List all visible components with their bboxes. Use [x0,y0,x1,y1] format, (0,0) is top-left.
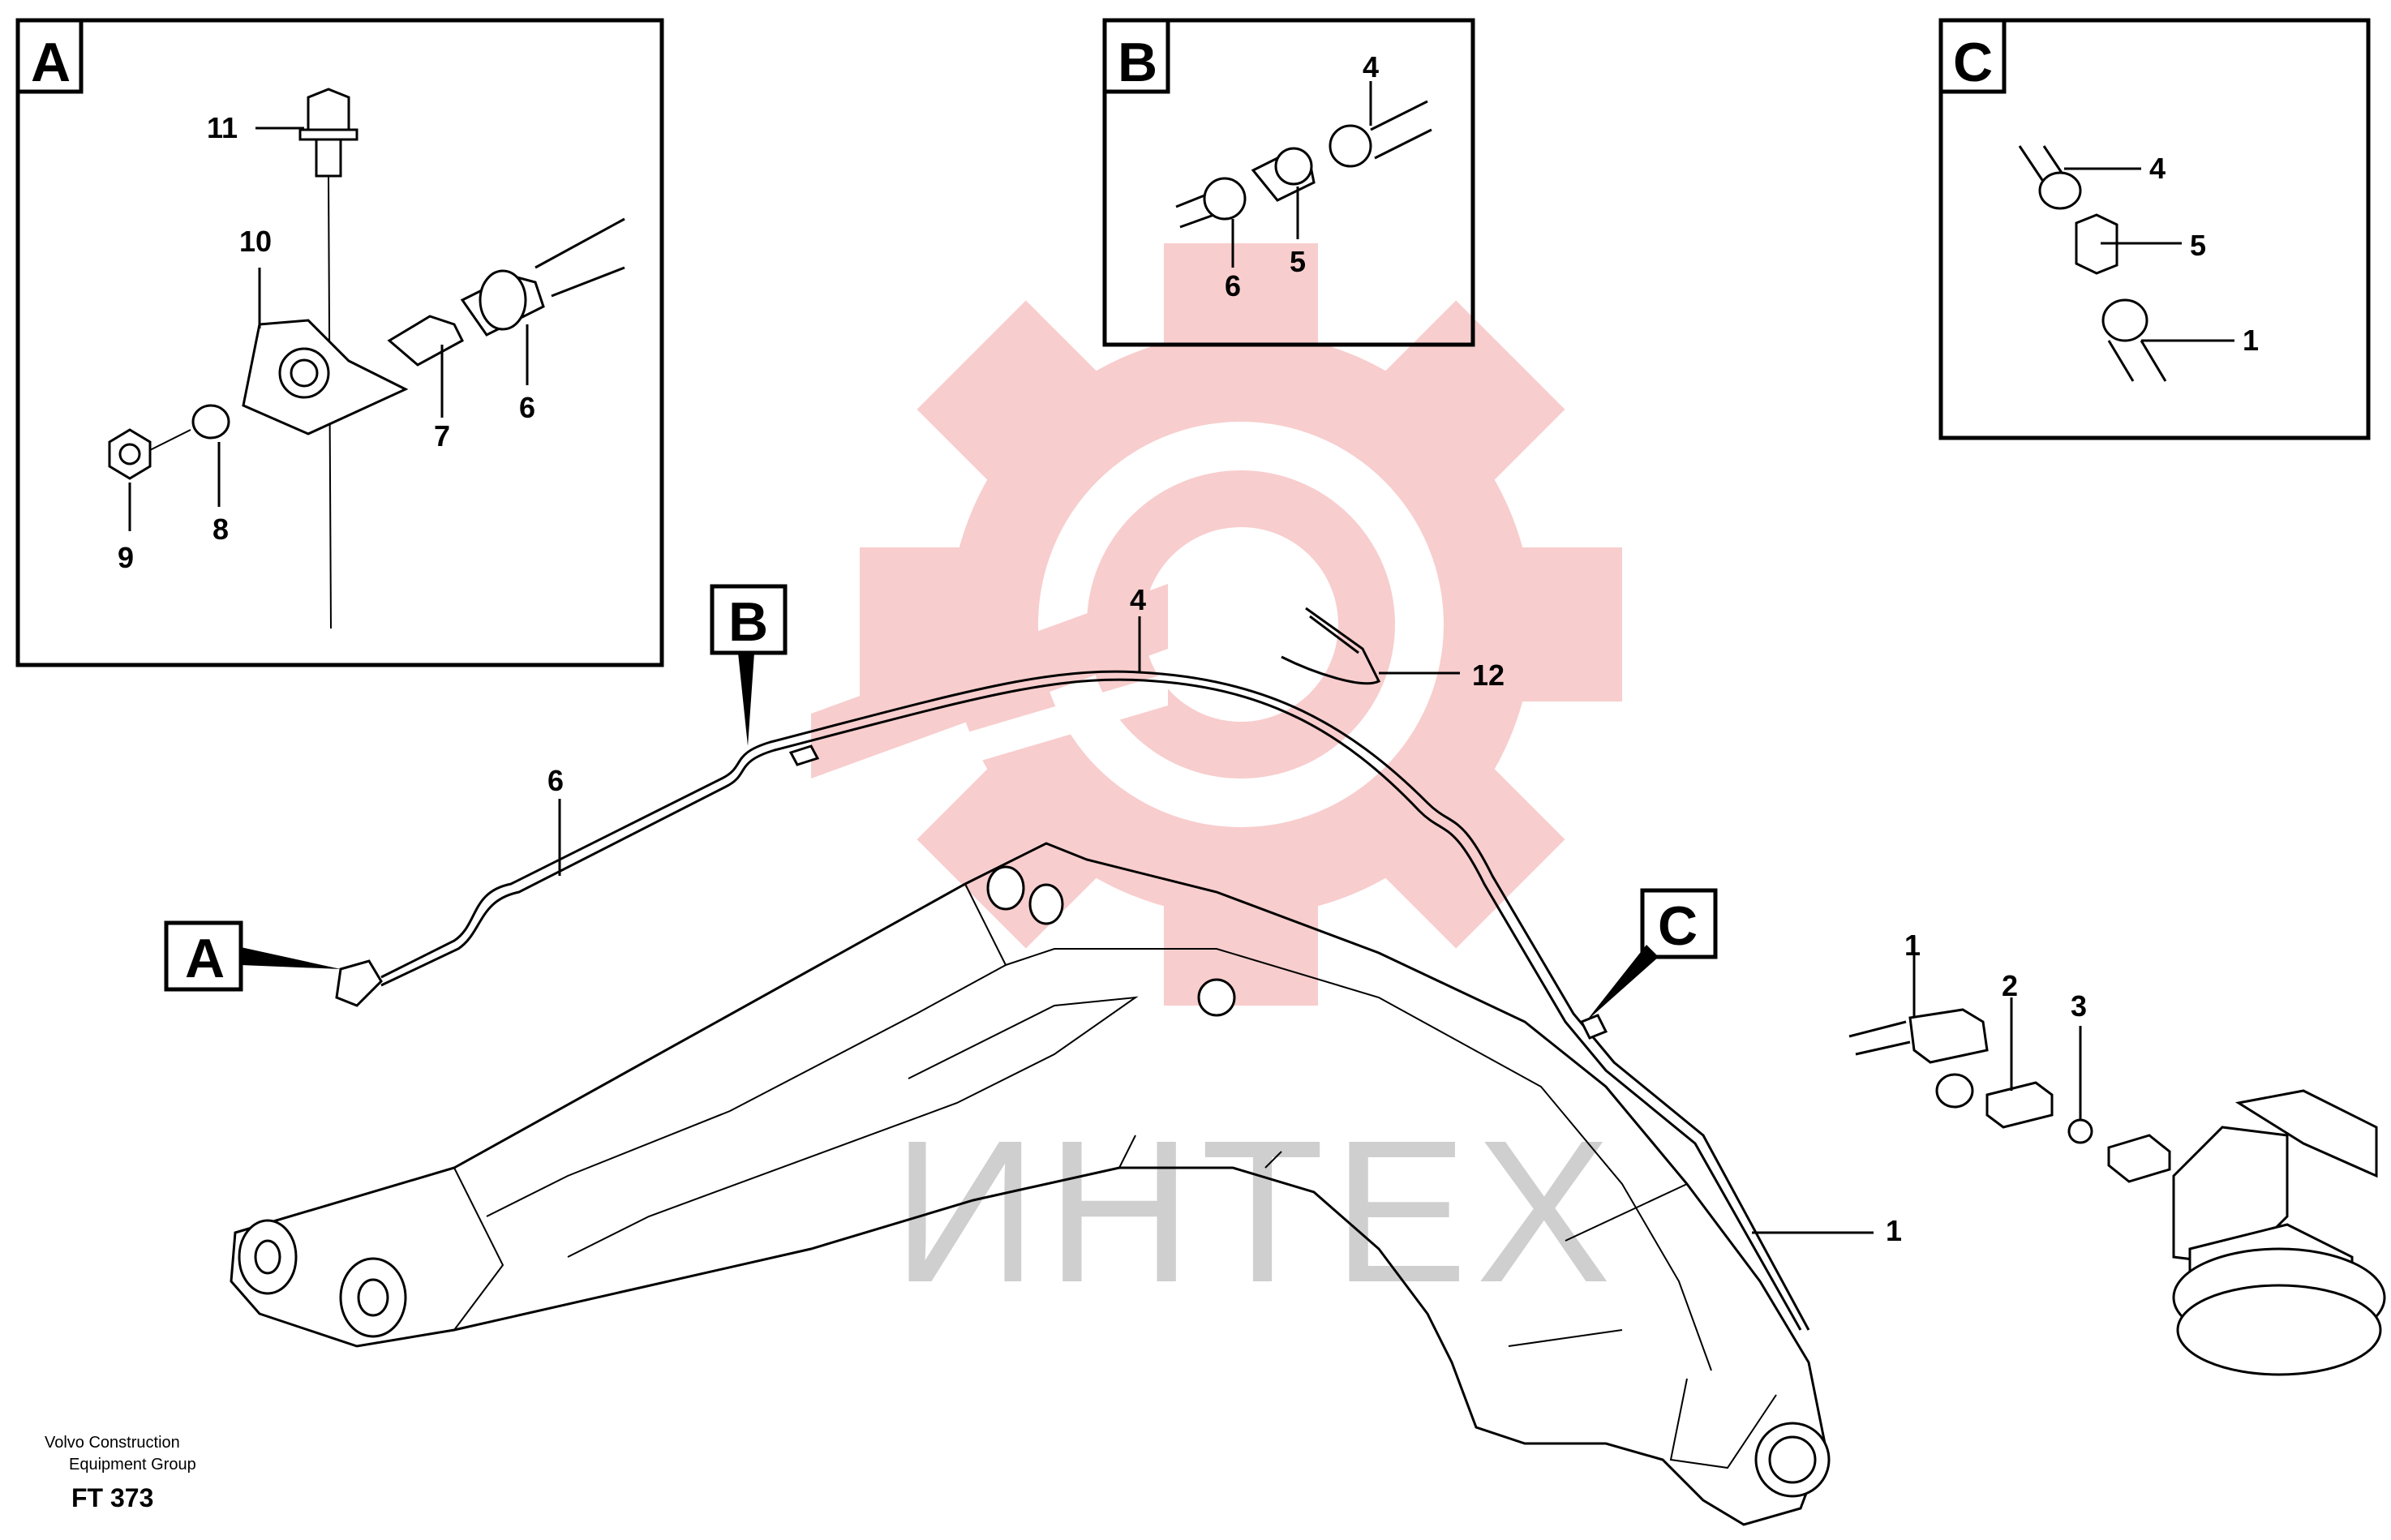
callout-b: B [710,584,788,746]
label-right-1: 1 [1904,929,1921,962]
valve-assembly: 1 2 3 [1848,929,2386,1376]
callout-arrow-icon [1586,945,1659,1022]
label-main-6: 6 [547,764,564,797]
label-main-12: 12 [1472,658,1505,692]
callout-arrow-icon [241,947,341,969]
gear-watermark-icon [811,243,1622,1006]
footer: Volvo Construction Equipment Group FT 37… [45,1434,196,1512]
label-c-5: 5 [2190,229,2206,262]
label-b-5: 5 [1290,245,1306,278]
label-10: 10 [239,225,272,258]
label-c-1: 1 [2243,324,2259,357]
footer-code: FT 373 [71,1483,153,1512]
callout-a-label: A [185,928,225,989]
label-b-4: 4 [1363,50,1379,84]
callout-a-box-label: A [31,32,71,93]
label-6: 6 [519,391,535,424]
detail-c: C 4 5 1 [1938,18,2371,440]
callout-c-label: C [1658,895,1698,957]
label-9: 9 [118,541,134,574]
label-main-4: 4 [1130,583,1146,616]
callout-b-label: B [728,591,768,653]
detail-b: B 4 5 6 [1102,18,1475,347]
footer-company-line2: Equipment Group [69,1456,196,1474]
callout-b-box-label: B [1118,32,1157,93]
callout-arrow-icon [738,653,754,746]
detail-a: A 11 10 7 6 8 9 [15,18,664,667]
label-8: 8 [212,513,229,546]
label-right-3: 3 [2071,989,2087,1023]
label-main-1: 1 [1886,1214,1902,1247]
label-11: 11 [207,111,238,144]
watermark-text: ИНТЕХ [892,1098,1619,1324]
label-c-4: 4 [2149,152,2166,185]
label-b-6: 6 [1225,269,1241,302]
callout-c: C [1586,888,1718,1022]
label-right-2: 2 [2002,969,2018,1002]
boom-assembly: 6 4 12 1 [230,583,1902,1526]
callout-c-box-label: C [1953,32,1993,93]
callout-a: A [164,920,341,992]
footer-company-line1: Volvo Construction [45,1434,180,1452]
label-7: 7 [434,419,450,453]
